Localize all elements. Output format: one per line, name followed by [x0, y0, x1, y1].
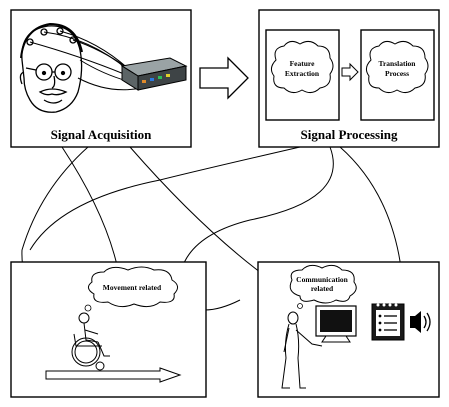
signal-processing-panel: Feature Extraction Translation Process S… — [258, 9, 440, 148]
communication-cloud-line-2: related — [311, 284, 334, 293]
feature-extraction-cloud: Feature Extraction — [270, 40, 334, 94]
translation-process-cloud: Translation Process — [365, 40, 429, 94]
standing-person-icon — [281, 311, 323, 389]
big-arrow-icon — [199, 56, 249, 100]
translation-cloud-line-2: Process — [385, 69, 409, 78]
communication-cloud-line-1: Communication — [296, 275, 348, 284]
small-arrow-icon — [341, 62, 359, 82]
communication-panel: Communication related — [257, 261, 440, 398]
signal-processing-title: Signal Processing — [301, 127, 398, 142]
feature-cloud-line-1: Feature — [290, 59, 316, 68]
movement-cloud-text: Movement related — [103, 283, 162, 292]
signal-acquisition-panel: Signal Acquisition — [10, 9, 192, 148]
wheelchair-user-icon — [71, 312, 110, 371]
communication-related-cloud: Communication related — [289, 264, 357, 309]
signal-acquisition-title: Signal Acquisition — [51, 127, 153, 142]
speaker-icon — [410, 311, 431, 333]
feature-cloud-line-2: Extraction — [285, 69, 320, 78]
movement-related-cloud: Movement related — [81, 266, 178, 319]
translation-cloud-line-1: Translation — [379, 59, 417, 68]
movement-panel: Movement related — [10, 261, 207, 398]
amplifier-device-icon — [120, 57, 188, 91]
head-with-eeg-cap-icon — [19, 22, 83, 113]
movement-arrow-icon — [45, 367, 182, 383]
monitor-icon — [315, 305, 357, 343]
notepad-icon — [371, 303, 405, 341]
